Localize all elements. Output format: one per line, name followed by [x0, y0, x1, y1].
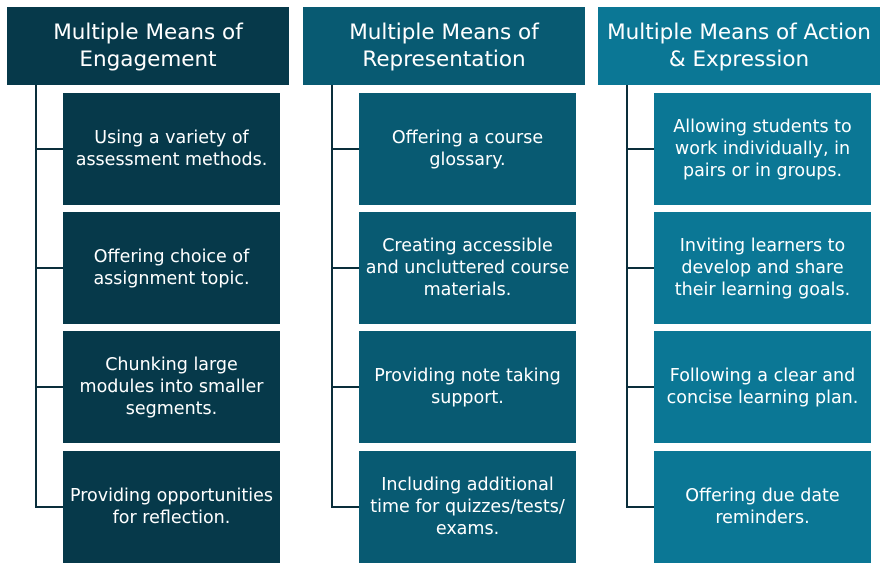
strategy-box: Including additional time for quizzes/te…: [359, 451, 576, 563]
connector-horizontal: [35, 267, 63, 269]
connector-horizontal: [331, 506, 359, 508]
connector-vertical: [331, 85, 333, 507]
connector-horizontal: [626, 506, 654, 508]
connector-vertical: [35, 85, 37, 507]
strategy-box: Offering a course glossary.: [359, 93, 576, 205]
strategy-box: Providing opportunities for reflection.: [63, 451, 280, 563]
connector-horizontal: [626, 267, 654, 269]
connector-horizontal: [626, 148, 654, 150]
connector-horizontal: [331, 386, 359, 388]
connector-horizontal: [331, 267, 359, 269]
connector-horizontal: [35, 148, 63, 150]
strategy-box: Offering choice of assignment topic.: [63, 212, 280, 324]
strategy-box: Providing note taking support.: [359, 331, 576, 443]
strategy-box: Chunking large modules into smaller segm…: [63, 331, 280, 443]
strategy-box: Inviting learners to develop and share t…: [654, 212, 871, 324]
connector-horizontal: [35, 386, 63, 388]
strategy-box: Creating accessible and uncluttered cour…: [359, 212, 576, 324]
strategy-box: Allowing students to work individually, …: [654, 93, 871, 205]
column-header: Multiple Means of Engagement: [7, 7, 289, 85]
column-header: Multiple Means of Representation: [303, 7, 585, 85]
connector-horizontal: [35, 506, 63, 508]
strategy-box: Using a variety of assessment methods.: [63, 93, 280, 205]
column-header: Multiple Means of Action & Expression: [598, 7, 880, 85]
connector-horizontal: [626, 386, 654, 388]
strategy-box: Following a clear and concise learning p…: [654, 331, 871, 443]
strategy-box: Offering due date reminders.: [654, 451, 871, 563]
connector-vertical: [626, 85, 628, 507]
connector-horizontal: [331, 148, 359, 150]
